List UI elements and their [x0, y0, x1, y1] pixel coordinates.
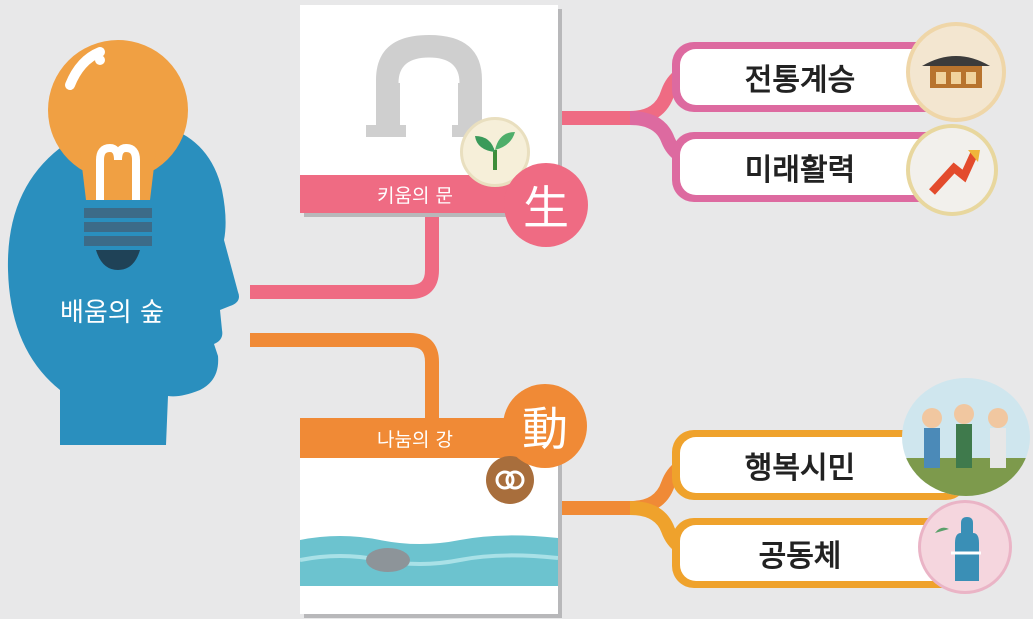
growth-arrow-icon — [906, 124, 998, 216]
leaf-label: 전통계승 — [744, 63, 856, 98]
river-icon — [300, 535, 558, 586]
citizens-group-icon — [902, 378, 1030, 496]
hanja-badge-dong: 動 — [503, 384, 587, 468]
connector-bottom-trunk — [250, 333, 439, 420]
card-kium: 키움의 문 生 — [300, 5, 588, 247]
connector-top-trunk — [250, 210, 439, 299]
leaf-label: 행복시민 — [744, 451, 856, 486]
band-nanum: 나눔의 강 — [300, 418, 530, 458]
band-kium-label: 키움의 문 — [377, 184, 453, 207]
head-silhouette-icon — [7, 40, 239, 446]
helping-hands-icon — [918, 500, 1012, 594]
band-nanum-label: 나눔의 강 — [377, 428, 453, 451]
head-figure: 배움의 숲 — [0, 30, 260, 450]
hanok-house-icon — [906, 22, 1006, 122]
leaf-label: 공동체 — [758, 539, 842, 574]
leaf-label: 미래활력 — [744, 153, 856, 188]
hanja-badge-saeng: 生 — [504, 163, 588, 247]
rings-icon — [486, 456, 534, 504]
center-label: 배움의 숲 — [60, 298, 164, 328]
